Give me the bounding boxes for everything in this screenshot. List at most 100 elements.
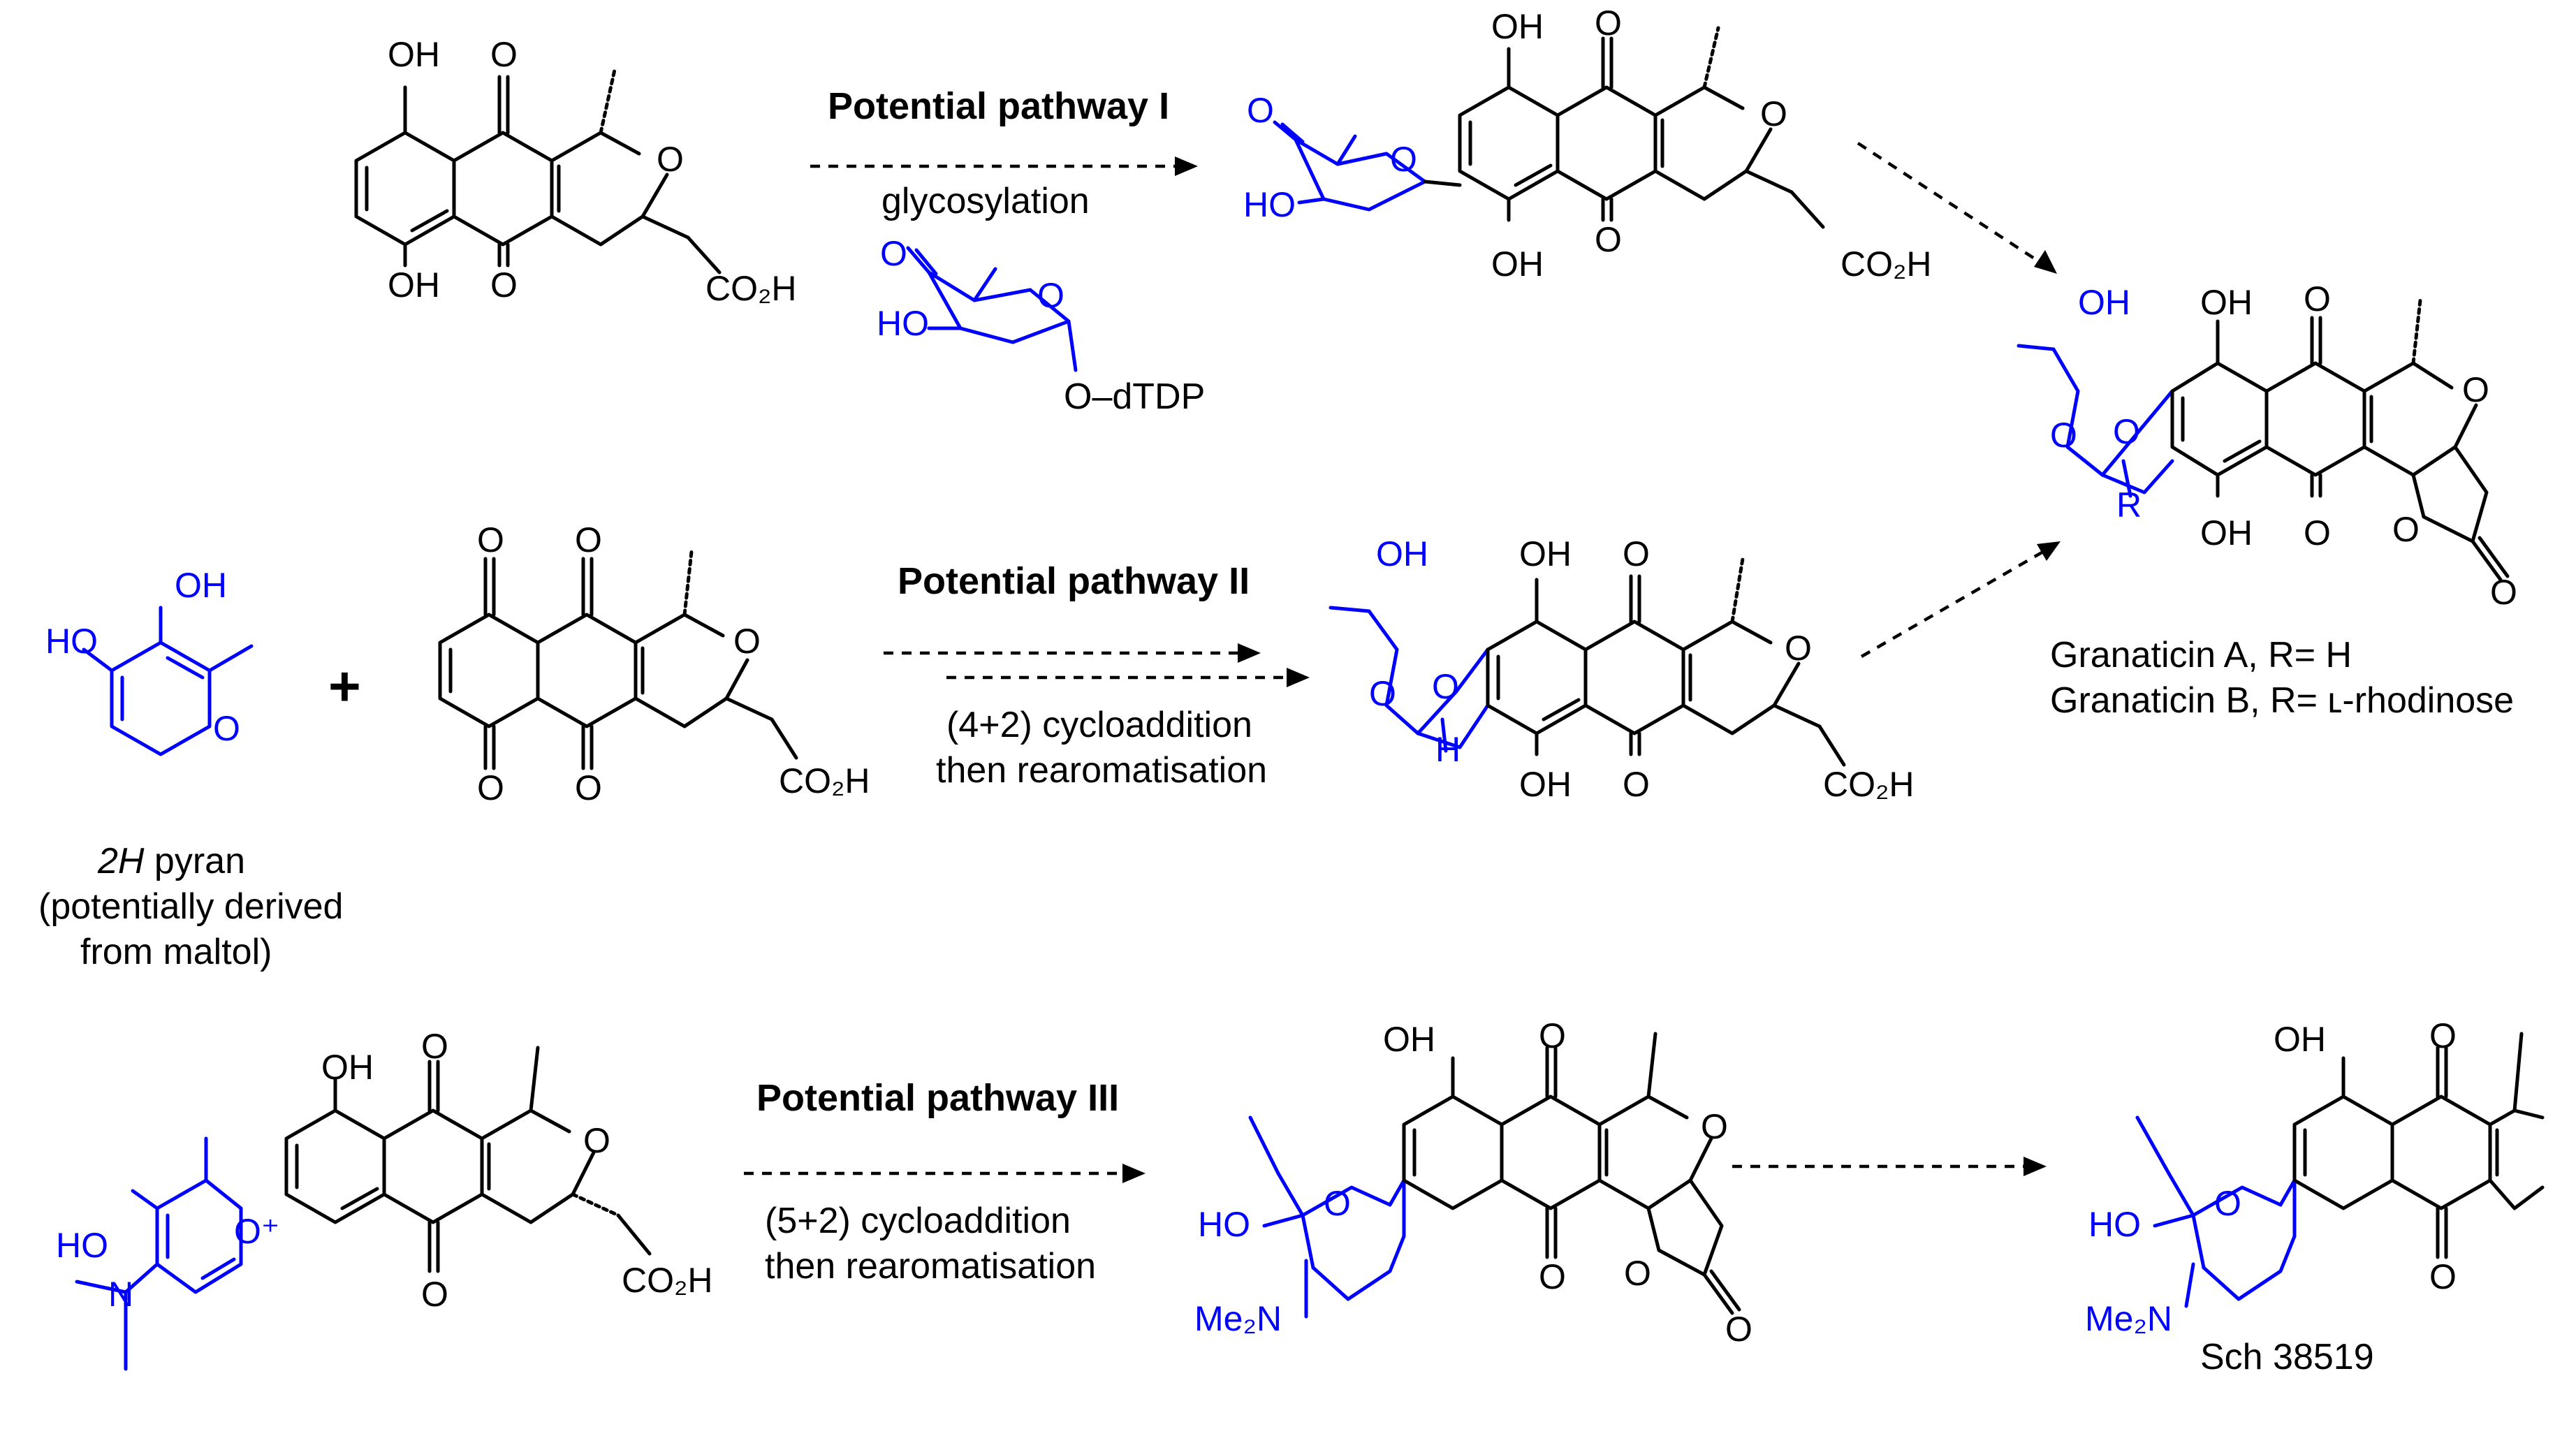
cglyc-oh-bottom: OH [1491,244,1544,284]
pathway-2-condition-1: (4+2) cycloaddition [946,705,1252,745]
dtdp-sugar-reagent [906,246,1078,372]
cglyc-o-ring: O [1390,140,1417,179]
granaticin-o-lactone: O [2392,510,2420,549]
pathway-1-to-granaticin-arrowhead [2034,250,2057,274]
granaticin-oh-bottom: OH [2200,513,2253,552]
granaticin-o-bottom: O [2304,513,2331,552]
sm1-oh-bottom: OH [388,265,440,305]
oxabicyclic-o-top: O [1539,1016,1566,1055]
sm2-o-3: O [477,768,504,807]
sm3-oh: OH [321,1048,374,1087]
sch-o-bottom: O [2429,1257,2457,1296]
pathway-1-arrowhead [1175,156,1198,176]
pathway-3-final-arrowhead [2024,1157,2047,1176]
pyran-name-suffix: pyran [144,841,245,881]
pyran-o-ring: O [213,709,240,748]
oxabicyclic-o-pyran: O [1701,1107,1728,1146]
cycloadduct-oh-top: OH [1519,534,1572,573]
pyran-note-line2: from maltol) [80,932,272,972]
pathway-3-condition-2: then rearomatisation [765,1246,1096,1287]
pathway-2-title: Potential pathway II [898,560,1250,602]
cycloadduct-o-bottom: O [1623,765,1650,804]
cglyc-o-carbonyl: O [1247,91,1274,130]
pathway-1-condition: glycosylation [881,181,1090,221]
pyrylium-ho: HO [56,1226,108,1265]
granaticin-a-label: Granaticin A, R= H [2050,635,2352,675]
pyrylium-n: N [108,1275,133,1314]
oxabicyclic-o-carbonyl: O [1725,1310,1752,1349]
starting-material-2 [438,550,798,770]
sch-oh: OH [2274,1020,2326,1059]
cycloadduct-h: H [1435,730,1461,769]
cycloadduct-oh-blue: OH [1376,534,1428,573]
cglyc-o-pyran: O [1760,94,1787,133]
granaticin-o-top: O [2304,279,2331,318]
sch-label: Sch 38519 [2200,1337,2374,1377]
cglyc-o-bottom: O [1595,220,1622,259]
granaticin-oh-top: OH [2200,283,2253,322]
pathway-2-arrowhead-b [1287,668,1310,687]
granaticin-structure [2017,298,2510,582]
granaticin-oh-blue: OH [2078,283,2130,322]
oxabicyclic-o-lactone: O [1624,1254,1651,1293]
cycloadduct-o-bridge: O [1432,667,1459,706]
starting-material-3 [284,1046,652,1273]
sch-ho: HO [2088,1205,2141,1244]
cycloadduct-oh-bottom: OH [1519,765,1572,804]
pathway-3-arrowhead [1122,1164,1146,1183]
sch-o-top: O [2429,1016,2457,1055]
granaticin-o-left: O [2050,416,2077,455]
oxabicyclic-intermediate [1248,1032,1741,1319]
sm2-o-4: O [575,768,602,807]
sm1-o-bottom: O [490,265,518,305]
sm2-o-1: O [477,520,504,559]
sm3-co2h: CO₂H [622,1261,713,1300]
sch-me2n: Me₂N [2085,1299,2172,1338]
pyran-name: 2H pyran [97,841,245,881]
pathway-3-condition-1: (5+2) cycloaddition [765,1201,1071,1241]
cycloadduct-intermediate [1329,557,1846,767]
pyrylium-o-plus: O⁺ [234,1212,279,1251]
cycloadduct-co2h: CO₂H [1823,765,1915,804]
oxabicyclic-ho: HO [1198,1205,1250,1244]
c-glycoside-intermediate [1273,26,1825,229]
cycloadduct-o-left: O [1369,674,1396,713]
granaticin-o-pyran: O [2462,370,2489,409]
pyran-note-line1: (potentially derived [38,886,343,927]
granaticin-b-label: Granaticin B, R= ʟ-rhodinose [2050,680,2514,721]
sm3-o-pyran: O [583,1121,610,1160]
sm2-o-pyran: O [733,622,761,661]
cycloadduct-o-pyran: O [1785,629,1812,668]
dtdp-sugar-ho: HO [877,304,929,343]
starting-material-1 [354,68,722,274]
pyran-oh: OH [175,566,227,605]
sch-o-bridge: O [2214,1184,2241,1223]
cycloadduct-o-top: O [1623,534,1650,573]
sm3-o-top: O [421,1027,448,1066]
sch-38519-structure [2135,1032,2545,1308]
pathway-2-arrowhead-a [1238,643,1261,663]
pathway-3-title: Potential pathway III [756,1077,1119,1119]
cglyc-ho: HO [1243,185,1296,224]
pathway-2-condition-2: then rearomatisation [936,750,1267,791]
dtdp-sugar-label: O–dTDP [1064,376,1205,417]
plus-sign: + [328,655,361,717]
granaticin-o-bridge: O [2113,412,2140,451]
pathway-1-title: Potential pathway I [828,85,1169,127]
oxabicyclic-o-bridge: O [1324,1184,1351,1223]
sm1-oh-top: OH [388,35,440,74]
dtdp-sugar-o-ring: O [1037,276,1064,315]
sm2-co2h: CO₂H [779,761,870,800]
sm1-co2h: CO₂H [705,269,797,308]
2h-pyran [82,606,254,756]
cglyc-oh-top: OH [1491,7,1544,46]
cglyc-co2h: CO₂H [1840,244,1932,284]
oxabicyclic-o-bottom: O [1539,1257,1566,1296]
sm3-o-bottom: O [421,1275,448,1314]
pyrylium-cation [75,1136,243,1371]
sm1-o-top: O [490,35,518,74]
pathway-2-to-granaticin-arrow [1860,550,2044,658]
pyran-name-prefix: 2H [97,841,145,881]
cglyc-o-top: O [1595,3,1622,43]
